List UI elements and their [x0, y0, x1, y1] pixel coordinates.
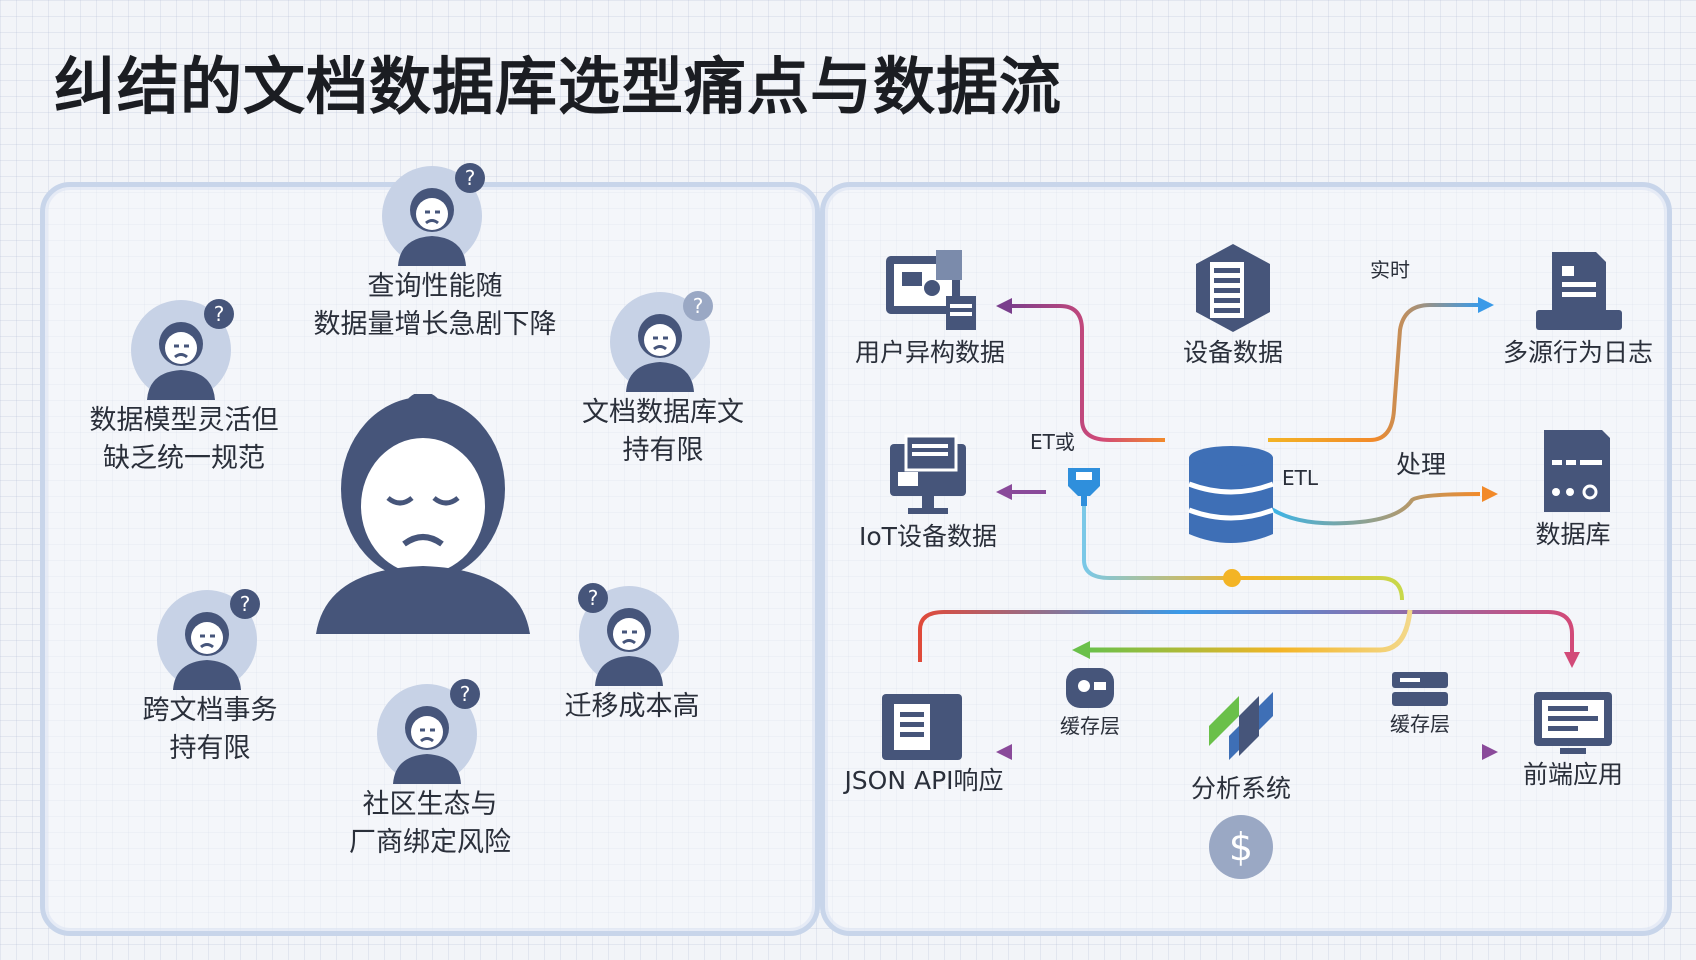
etl-or-label: ET或	[1030, 430, 1075, 454]
node-label: 缓存层	[1060, 714, 1120, 738]
node-device-data: 设备数据	[1148, 240, 1318, 370]
pain-query-performance: ? 查询性能随 数据量增长急剧下降	[290, 158, 580, 344]
pain-label: 跨文档事务 持有限	[142, 695, 278, 764]
node-cache-2: 缓存层	[1360, 666, 1480, 738]
etl-label: ETL	[1282, 466, 1318, 490]
node-label: 分析系统	[1190, 774, 1291, 803]
database-icon	[1188, 446, 1274, 543]
pain-cross-doc-transactions: ? 跨文档事务 持有限	[100, 582, 320, 768]
node-analytics: 分析系统	[1156, 676, 1326, 806]
pain-label: 迁移成本高	[564, 691, 700, 722]
node-label: 缓存层	[1390, 712, 1450, 736]
node-label: 多源行为日志	[1502, 338, 1653, 367]
page-title: 纠结的文档数据库选型痛点与数据流	[54, 50, 1063, 123]
pain-data-model: ? 数据模型灵活但 缺乏统一规范	[64, 292, 304, 478]
svg-text:$: $	[1229, 825, 1253, 869]
frontend-monitor-icon	[1534, 692, 1612, 754]
node-json-api: JSON API响应	[824, 690, 1024, 798]
node-label: 设备数据	[1182, 338, 1283, 367]
svg-text:?: ?	[460, 682, 471, 706]
pain-label: 查询性能随 数据量增长急剧下降	[313, 271, 557, 340]
svg-text:?: ?	[240, 592, 251, 616]
node-iot-data: IoT设备数据	[838, 432, 1018, 554]
analytics-icon	[1209, 692, 1273, 760]
iot-device-icon	[890, 434, 966, 514]
storage-icon	[1544, 430, 1610, 512]
svg-text:?: ?	[588, 586, 599, 610]
node-user-data: 用户异构数据	[840, 248, 1020, 370]
node-multi-source-log: 多源行为日志	[1478, 248, 1678, 370]
pain-label: 数据模型灵活但 缺乏统一规范	[89, 405, 279, 474]
svg-text:?: ?	[465, 166, 476, 190]
filter-icon	[1068, 468, 1100, 506]
svg-text:?: ?	[214, 302, 225, 326]
pain-migration-cost: ? 迁移成本高	[532, 578, 732, 726]
pain-label: 文档数据库文 持有限	[582, 397, 744, 466]
node-frontend: 前端应用	[1488, 688, 1658, 792]
log-document-icon	[1536, 252, 1622, 330]
pain-vendor-lock-in: ? 社区生态与 厂商绑定风险	[300, 676, 560, 862]
batch-label: 处理	[1396, 450, 1447, 479]
dollar-coin-icon: $	[1209, 815, 1273, 879]
node-label: IoT设备数据	[859, 522, 997, 551]
api-document-icon	[882, 694, 962, 760]
node-label: JSON API响应	[844, 766, 1004, 795]
node-cache-1: 缓存层	[1030, 664, 1150, 740]
node-batch-target: 数据库	[1488, 426, 1658, 552]
svg-text:?: ?	[693, 294, 704, 318]
node-label: 前端应用	[1522, 760, 1623, 789]
monitor-icon	[886, 250, 976, 330]
pain-label: 社区生态与 厂商绑定风险	[349, 789, 511, 858]
cache-icon	[1066, 668, 1114, 708]
server-icon	[1196, 244, 1270, 332]
cache-icon	[1392, 672, 1448, 706]
node-label: 数据库	[1535, 520, 1611, 549]
node-label: 用户异构数据	[854, 338, 1005, 367]
realtime-label: 实时	[1370, 258, 1410, 282]
central-sad-person-icon	[306, 394, 540, 634]
pain-document-support: ? 文档数据库文 持有限	[548, 284, 778, 470]
